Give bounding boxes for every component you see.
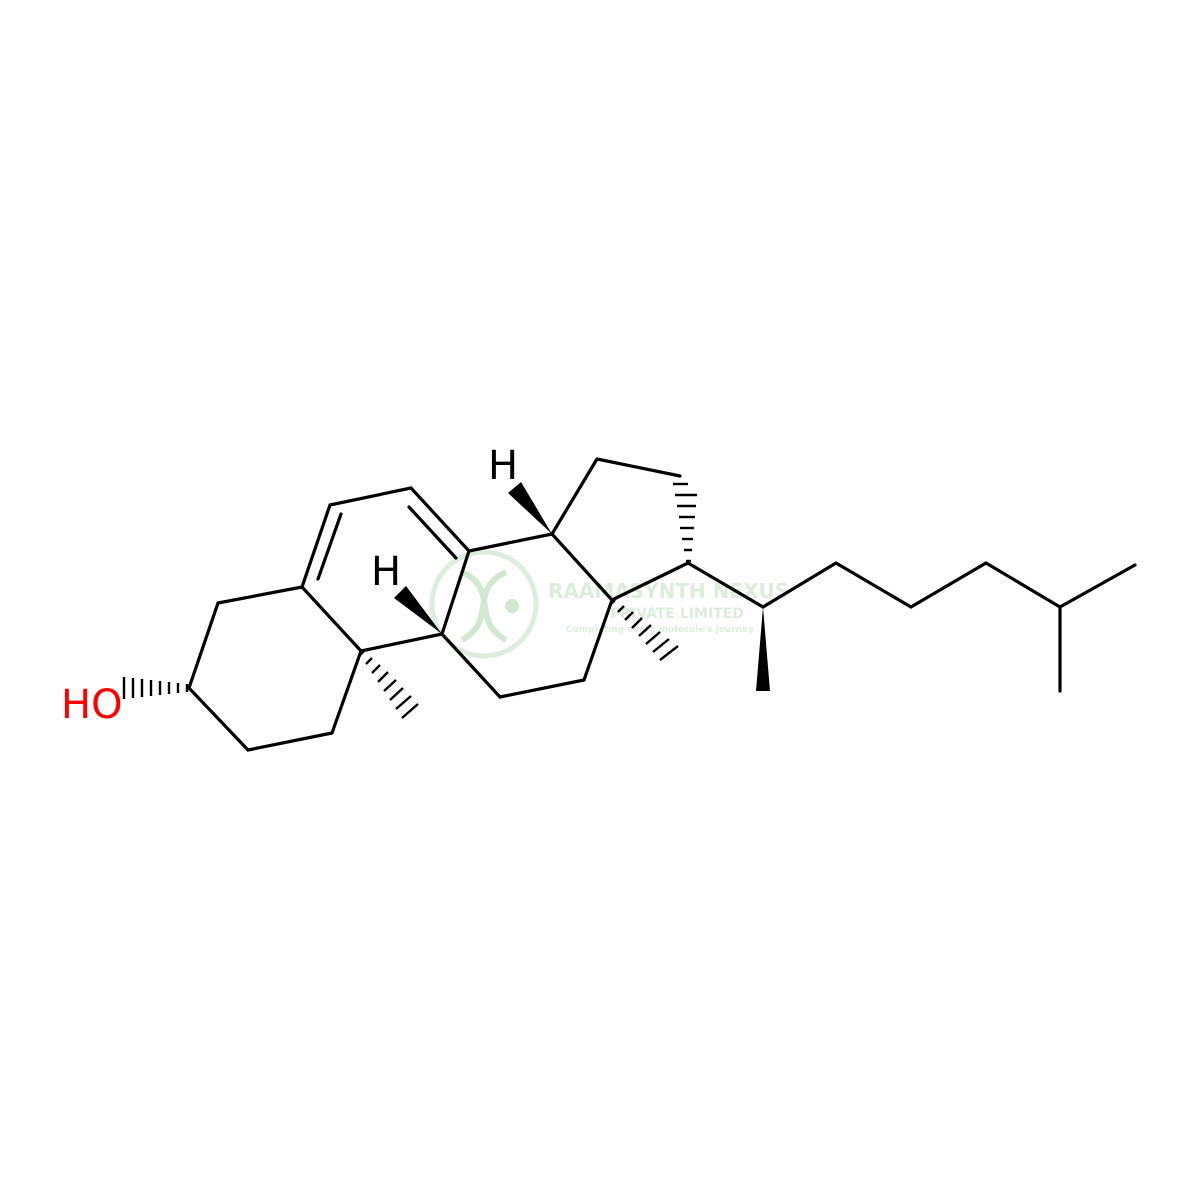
hashed-bond-c19-methyl — [359, 650, 419, 719]
hydrogen-label-c9: H — [371, 549, 401, 595]
hashed-bond-c18-methyl — [610, 599, 679, 661]
watermark-logo-circle — [429, 549, 539, 659]
watermark: RAAMASYNTH NEXUS PRIVATE LIMITED Complet… — [429, 549, 789, 659]
hydroxyl-label: HO — [61, 682, 123, 728]
watermark-logo-helix — [460, 569, 508, 643]
watermark-logo-dot — [505, 599, 519, 613]
wedge-bond-h-c9 — [394, 586, 442, 634]
stereo-bonds — [122, 482, 770, 719]
watermark-tagline: Completing every molecule's journey — [566, 625, 754, 635]
ring-d — [550, 457, 690, 602]
watermark-company-line2: PRIVATE LIMITED — [610, 606, 744, 622]
hydrogen-label-c14: H — [488, 443, 518, 489]
hashed-bond-oh — [122, 677, 189, 699]
hashed-bond-c17 — [673, 482, 697, 563]
side-chain — [686, 561, 1137, 693]
wedge-bond-c21-methyl — [756, 607, 770, 691]
wedge-bond-h-c14 — [508, 482, 552, 534]
ring-a — [187, 585, 363, 752]
ring-b — [300, 486, 471, 653]
ring-c — [440, 532, 614, 699]
